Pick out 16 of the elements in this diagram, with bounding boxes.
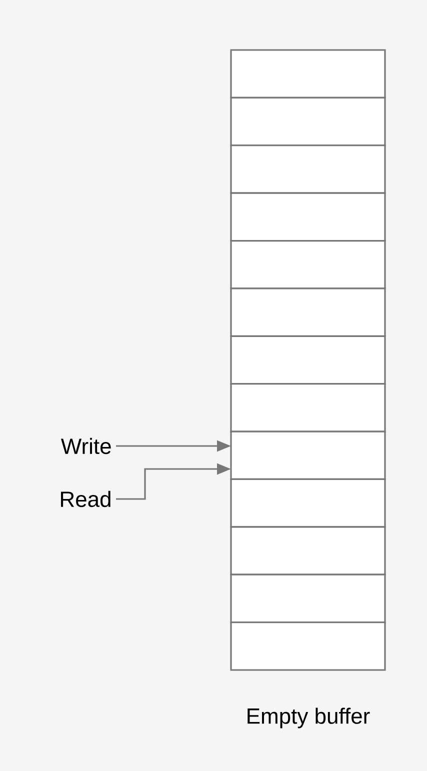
- buffer-cell: [230, 192, 386, 242]
- buffer-cell: [230, 335, 386, 385]
- buffer-cell: [230, 240, 386, 290]
- buffer-cell: [230, 430, 386, 480]
- buffer-cell: [230, 574, 386, 624]
- label: Write: [60, 438, 111, 454]
- label: Read: [61, 490, 110, 508]
- buffer-cell: [230, 478, 386, 528]
- buffer-cell: [230, 526, 386, 576]
- buffer-cell: [230, 96, 386, 146]
- caption: Empty buffer: [248, 708, 370, 728]
- buffer-cell: [230, 49, 386, 98]
- buffer-cell: [230, 288, 386, 337]
- buffer-cell: [230, 144, 386, 194]
- buffer-cell: [230, 383, 386, 432]
- buffer-cell: [230, 622, 386, 671]
